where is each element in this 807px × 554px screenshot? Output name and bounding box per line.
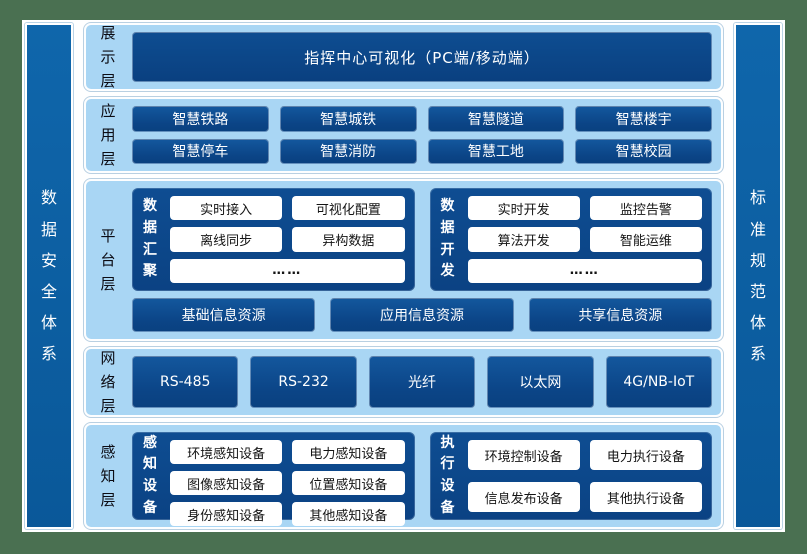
app-item-box: 智慧工地: [427, 138, 565, 164]
device-item-box: 电力感知设备: [292, 440, 405, 464]
device-item-box: 环境控制设备: [467, 440, 580, 470]
platform-layer-panel: 平台层 数据汇聚 实时接入 可视化配置 离线同步 异构数据 ……: [84, 179, 723, 341]
platform-item-box: 离线同步: [170, 227, 283, 252]
network-item-box: 以太网: [487, 356, 594, 408]
application-layer-label: 应用层: [100, 102, 116, 168]
app-item-box: 智慧校园: [575, 138, 712, 164]
network-item-box: RS-232: [250, 356, 357, 408]
platform-item-box: 实时接入: [170, 196, 283, 221]
application-layer-panel: 应用层 智慧铁路 智慧城铁 智慧隧道 智慧楼宇 智慧停车 智慧消防 智慧工地 智…: [84, 97, 723, 173]
data-security-system-label: 数据安全体系: [40, 188, 57, 364]
perception-layer-panel: 感知层 感知设备 环境感知设备 电力感知设备 图像感知设备 位置感知设备 身份感…: [84, 423, 723, 529]
perception-device-label: 感知设备: [143, 434, 157, 516]
command-center-visualization-box: 指挥中心可视化（PC端/移动端）: [132, 32, 712, 82]
standards-system-label: 标准规范体系: [749, 188, 766, 364]
data-aggregation-grid: 实时接入 可视化配置 离线同步 异构数据 ……: [170, 196, 405, 283]
network-layer-panel: 网络层 RS-485 RS-232 光纤 以太网 4G/NB-IoT: [84, 347, 723, 417]
platform-item-box: 实时开发: [467, 196, 580, 221]
device-item-box: 信息发布设备: [467, 482, 580, 512]
data-development-grid: 实时开发 监控告警 算法开发 智能运维 ……: [467, 196, 702, 283]
display-layer-label: 展示层: [100, 24, 116, 90]
resource-bar: 应用信息资源: [330, 298, 514, 332]
device-item-box: 位置感知设备: [292, 471, 405, 495]
network-item-box: RS-485: [132, 356, 239, 408]
execution-device-label: 执行设备: [440, 434, 455, 516]
platform-item-box: 监控告警: [589, 196, 702, 221]
data-aggregation-group: 数据汇聚 实时接入 可视化配置 离线同步 异构数据 ……: [132, 188, 415, 291]
resource-bar: 基础信息资源: [132, 298, 316, 332]
device-item-box: 电力执行设备: [589, 440, 702, 470]
network-item-box: 4G/NB-IoT: [605, 356, 712, 408]
resources-row: 基础信息资源 应用信息资源 共享信息资源: [132, 298, 712, 332]
platform-layer-label: 平台层: [100, 227, 116, 293]
perception-device-grid: 环境感知设备 电力感知设备 图像感知设备 位置感知设备 身份感知设备 其他感知设…: [170, 440, 405, 526]
perception-device-group: 感知设备 环境感知设备 电力感知设备 图像感知设备 位置感知设备 身份感知设备 …: [132, 432, 415, 526]
application-items-grid: 智慧铁路 智慧城铁 智慧隧道 智慧楼宇 智慧停车 智慧消防 智慧工地 智慧校园: [132, 106, 712, 164]
perception-groups-row: 感知设备 环境感知设备 电力感知设备 图像感知设备 位置感知设备 身份感知设备 …: [132, 432, 712, 526]
app-item-box: 智慧隧道: [427, 106, 565, 132]
app-item-box: 智慧停车: [132, 138, 269, 164]
data-aggregation-label: 数据汇聚: [143, 198, 157, 280]
display-layer-content: 指挥中心可视化（PC端/移动端）: [132, 32, 712, 82]
network-item-box: 光纤: [368, 356, 476, 408]
platform-item-box: 异构数据: [292, 227, 405, 252]
network-layer-label: 网络层: [100, 349, 116, 415]
diagram-frame: 数据安全体系 展示层 指挥中心可视化（PC端/移动端） 应用层 智慧铁路 智慧城…: [22, 20, 785, 532]
device-item-box: 其他执行设备: [589, 482, 702, 512]
data-security-system-bar: 数据安全体系: [25, 23, 73, 529]
data-development-group: 数据开发 实时开发 监控告警 算法开发 智能运维 ……: [429, 188, 712, 291]
platform-layer-content: 数据汇聚 实时接入 可视化配置 离线同步 异构数据 …… 数据开发 实时开发: [132, 188, 712, 332]
network-items-grid: RS-485 RS-232 光纤 以太网 4G/NB-IoT: [132, 356, 712, 408]
app-item-box: 智慧城铁: [279, 106, 417, 132]
standards-system-bar: 标准规范体系: [734, 23, 782, 529]
device-item-box: 环境感知设备: [170, 440, 283, 464]
resource-bar: 共享信息资源: [528, 298, 712, 332]
device-item-box: 身份感知设备: [170, 502, 283, 526]
device-item-box: 其他感知设备: [292, 502, 405, 526]
platform-groups-row: 数据汇聚 实时接入 可视化配置 离线同步 异构数据 …… 数据开发 实时开发: [132, 188, 712, 291]
perception-layer-label: 感知层: [100, 443, 116, 509]
app-item-box: 智慧楼宇: [575, 106, 712, 132]
device-item-box: 图像感知设备: [170, 471, 283, 495]
data-development-label: 数据开发: [440, 198, 455, 280]
ellipsis-box: ……: [170, 258, 405, 283]
platform-item-box: 智能运维: [589, 227, 702, 252]
app-item-box: 智慧铁路: [132, 106, 269, 132]
ellipsis-box: ……: [467, 258, 702, 283]
display-layer-panel: 展示层 指挥中心可视化（PC端/移动端）: [84, 23, 723, 91]
app-item-box: 智慧消防: [279, 138, 417, 164]
execution-device-grid: 环境控制设备 电力执行设备 信息发布设备 其他执行设备: [467, 440, 702, 512]
execution-device-group: 执行设备 环境控制设备 电力执行设备 信息发布设备 其他执行设备: [429, 432, 712, 520]
layers-column: 展示层 指挥中心可视化（PC端/移动端） 应用层 智慧铁路 智慧城铁 智慧隧道 …: [84, 23, 723, 529]
platform-item-box: 可视化配置: [292, 196, 405, 221]
platform-item-box: 算法开发: [467, 227, 580, 252]
